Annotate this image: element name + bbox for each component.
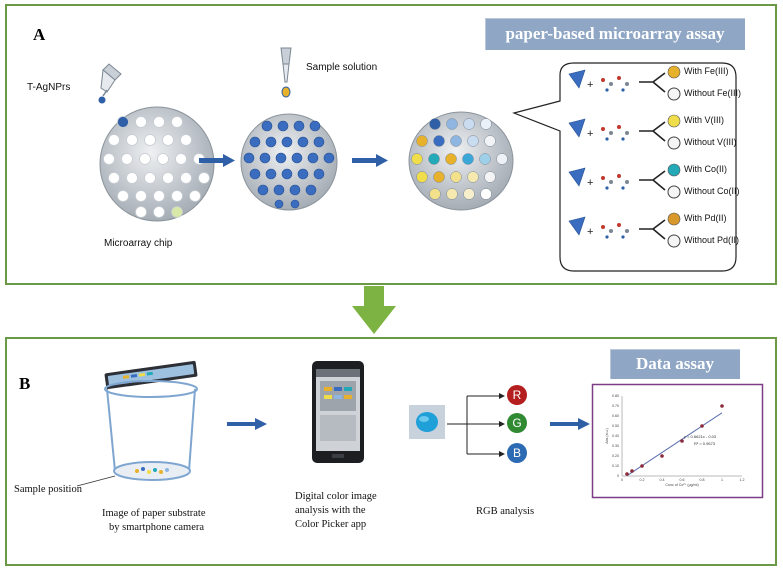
chart-frame	[591, 383, 764, 499]
chart-y-tick-label: 0	[617, 474, 619, 478]
camera-caption-line1: Image of paper substrate	[102, 508, 206, 519]
without-ion-label: Without Fe(III)	[684, 88, 742, 98]
arrow-right-icon	[227, 418, 267, 430]
chart-y-tick-label: 0.50	[612, 424, 619, 428]
without-ion-label: Without Pd(II)	[684, 235, 740, 245]
chart-x-tick-label: 1.2	[740, 478, 745, 482]
chart-y-tick-label: 0.70	[612, 404, 619, 408]
chart-x-tick-label: 0.6	[680, 478, 685, 482]
chart-x-tick-label: 0.8	[700, 478, 705, 482]
panel-letter-b: B	[19, 374, 31, 393]
positive-result-dot	[667, 114, 681, 128]
panel-b: B Data assay Sample position Image of pa…	[5, 337, 777, 566]
chart-data-point	[660, 454, 664, 458]
reaction-scheme: +	[568, 69, 666, 93]
panel-letter-a: A	[33, 25, 46, 44]
reaction-callout	[512, 62, 737, 272]
negative-result-dot	[667, 136, 681, 150]
chart-data-point	[720, 404, 724, 408]
arrow-down-icon	[352, 286, 396, 334]
chart-x-tick-label: 0.2	[640, 478, 645, 482]
microarray-chip-blank	[99, 106, 215, 222]
chart-equation: y = 0.6621x - 0.03	[684, 434, 717, 439]
rgb-caption: RGB analysis	[476, 506, 535, 517]
chart-data-point	[700, 424, 704, 428]
chart-x-tick-label: 0.4	[660, 478, 665, 482]
chart-data-point	[630, 469, 634, 473]
rgb-badge-r: R	[507, 385, 527, 405]
microarray-chip-result	[408, 111, 514, 211]
microarray-chip-loaded	[240, 113, 338, 211]
sample-solution-label: Sample solution	[306, 62, 378, 73]
negative-result-dot	[667, 234, 681, 248]
reaction-scheme: +	[568, 167, 666, 191]
positive-result-dot	[667, 212, 681, 226]
panel-b-banner: Data assay	[610, 349, 740, 379]
smartphone-stand-illustration	[104, 360, 198, 481]
reaction-scheme: +	[568, 216, 666, 240]
app-caption-line1: Digital color image	[295, 491, 377, 502]
app-caption-line2: analysis with the	[295, 505, 366, 516]
chart-data-point	[680, 439, 684, 443]
svg-text:+: +	[587, 128, 593, 140]
chart-y-tick-label: 0.30	[612, 444, 619, 448]
chart-y-tick-label: 0.20	[612, 454, 619, 458]
svg-text:+: +	[587, 226, 593, 238]
rgb-badge-g: G	[507, 413, 527, 433]
arrow-right-icon	[199, 154, 235, 167]
calibration-chart: 0 0.10 0.20 0.30 0.40 0.50 0.60 0.70 0.80 0 0.2 0.4…	[591, 383, 764, 499]
positive-result-dot	[667, 163, 681, 177]
without-ion-label: Without V(III)	[684, 137, 737, 147]
pipette-icon	[98, 63, 122, 104]
chart-x-tick-label: 0	[621, 478, 623, 482]
chart-r-squared: R² = 0.9673	[694, 441, 716, 446]
panel-a: A paper-based microarray assay T-AgNPrs …	[5, 4, 777, 285]
chart-data-point	[640, 464, 644, 468]
rgb-branch-arrows	[447, 393, 505, 457]
svg-text:+: +	[587, 177, 593, 189]
sample-pipette-icon	[280, 47, 292, 98]
sample-position-label: Sample position	[14, 484, 82, 495]
arrow-right-icon	[550, 418, 590, 430]
svg-text:+: +	[587, 79, 593, 91]
chart-data-point	[625, 472, 629, 476]
sample-swatch-icon	[409, 405, 445, 439]
with-ion-label: With Fe(III)	[684, 66, 729, 76]
negative-result-dot	[667, 185, 681, 199]
app-caption-line3: Color Picker app	[295, 519, 367, 530]
t-agnprs-label: T-AgNPrs	[27, 82, 71, 93]
camera-caption-line2: by smartphone camera	[109, 522, 205, 533]
positive-result-dot	[667, 65, 681, 79]
pointer-line	[76, 475, 116, 487]
chart-x-tick-label: 1	[721, 478, 723, 482]
reaction-scheme: +	[568, 118, 666, 142]
with-ion-label: With Pd(II)	[684, 213, 727, 223]
rgb-badge-b: B	[507, 443, 527, 463]
chart-y-tick-label: 0.80	[612, 394, 619, 398]
chart-y-tick-label: 0.10	[612, 464, 619, 468]
with-ion-label: With V(III)	[684, 115, 724, 125]
chart-y-axis-label: Abs (a.u.)	[605, 428, 609, 444]
with-ion-label: With Co(II)	[684, 164, 728, 174]
microarray-chip-label: Microarray chip	[104, 238, 173, 249]
negative-result-dot	[667, 87, 681, 101]
panel-a-banner: paper-based microarray assay	[485, 18, 745, 50]
chart-y-tick-label: 0.40	[612, 434, 619, 438]
chart-y-tick-label: 0.60	[612, 414, 619, 418]
chart-x-axis-label: Conc of Co²⁺ (μg/ml)	[665, 483, 698, 487]
smartphone-app-illustration	[312, 361, 364, 463]
without-ion-label: Without Co(II)	[684, 186, 740, 196]
arrow-right-icon	[352, 154, 388, 167]
